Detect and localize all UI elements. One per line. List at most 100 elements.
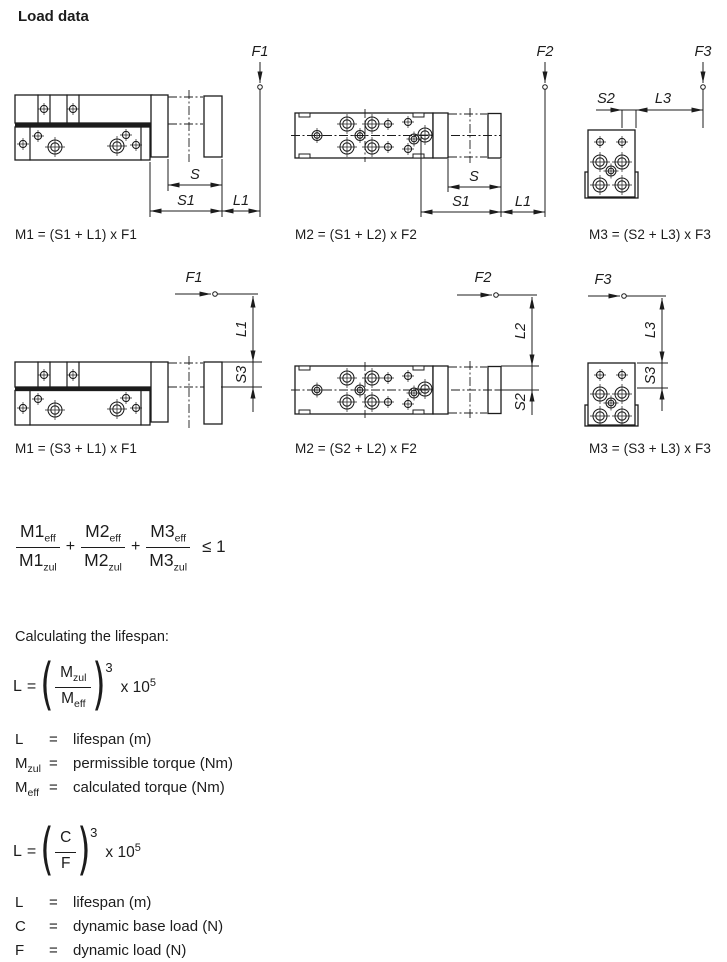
legend-desc: lifespan (m) [73,894,152,911]
formula-m2-top: M2 = (S1 + L2) x F2 [295,227,417,242]
dim-label-s3: S3 [234,366,250,384]
end-block [150,361,169,423]
legend-equals: = [49,941,58,959]
numerator: C [55,829,77,853]
legend-equals: = [49,754,58,772]
end-view-body [584,362,639,427]
denominator: Meff [61,689,86,710]
denominator: M2zul [84,549,122,574]
open-paren: ( [40,651,54,717]
formula-lhs: L [13,678,22,695]
m1-vertical-force-diagram: F1 S S1 L1 [14,44,269,217]
force-arrow-f3: F3 [695,44,712,128]
page-title: Load data [18,8,89,25]
rail-body [14,361,153,391]
dimensions: S2 L3 [596,91,703,128]
dim-label-s1: S1 [452,194,470,210]
multiplier: x 105 [105,841,141,862]
formula-m3-side: M3 = (S3 + L3) x F3 [589,441,711,456]
legend-desc: calculated torque (Nm) [73,778,225,796]
equals-sign: = [26,678,37,695]
carriage-top-view [291,109,501,162]
dim-label-s3: S3 [643,367,659,385]
force-arrow-f1: F1 [252,44,269,217]
plus-operator: + [65,538,76,555]
legend-desc: dynamic base load (N) [73,917,224,935]
equals-sign: = [26,843,37,860]
dim-label-l1: L1 [234,321,250,337]
legend-desc: permissible torque (Nm) [73,754,234,772]
dim-label-l3: L3 [655,91,671,107]
force-arrow-f2: F2 [457,270,537,298]
legend-symbol: Mzul [15,754,41,775]
dimensions: L3 S3 [637,298,668,411]
torque-ratio: Mzul Meff [55,664,92,710]
rail-body [14,94,153,127]
legend-equals: = [49,894,58,911]
legend-symbol: Meff [15,778,39,799]
formula-m3-top: M3 = (S2 + L3) x F3 [589,227,711,242]
legend-equals: = [49,731,58,748]
dimensions: S S1 L1 [420,136,545,217]
formula-m2-side: M2 = (S2 + L2) x F2 [295,441,417,456]
dim-label-s: S [469,169,479,185]
plus-operator: + [130,538,141,555]
m3-vertical-force-diagram: F3 S2 L3 [584,44,712,199]
formula-lhs: L [13,843,22,860]
inequality-term-2: M2eff M2zul [81,521,125,573]
dim-label-s2: S2 [513,393,529,411]
denominator: F [60,854,71,872]
carriage-body [14,389,151,426]
force-arrow-f2: F2 [537,44,554,217]
legend-symbol: F [15,941,25,959]
phantom-extension [168,356,223,428]
m1-horizontal-force-diagram: F1 L1 S3 [14,270,262,428]
dim-label-l3: L3 [643,322,659,338]
close-paren: ) [92,651,106,717]
force-label: F3 [695,44,712,60]
multiplier: x 105 [120,676,156,697]
legend-symbol: L [15,894,24,911]
inequality-relation: ≤ 1 [202,537,226,556]
inequality-term-3: M3eff M3zul [146,521,191,574]
dimensions: L2 S2 [496,297,539,415]
force-label: F2 [475,270,492,286]
carriage-top-view [291,362,496,418]
numerator: Mzul [55,664,92,688]
dim-label-s: S [190,167,200,183]
force-label: F1 [252,44,269,60]
legend-desc: dynamic load (N) [73,941,187,959]
dim-label-s2: S2 [597,91,615,107]
m2-vertical-force-diagram: F2 S S1 L1 [291,44,554,217]
end-block [150,94,169,158]
inequality-term-1: M1eff M1zul [16,521,60,573]
legend-desc: lifespan (m) [73,731,152,748]
lifespan-formula-torque: L = ( Mzul Meff ) 3 x 105 [13,651,156,717]
close-paren: ) [77,816,91,882]
denominator: M3zul [149,549,188,574]
load-legend: L = lifespan (m) C = dynamic base load (… [15,894,223,962]
legend-equals: = [49,778,58,796]
force-arrow-f3: F3 [588,272,666,299]
numerator: M1eff [16,521,60,548]
force-arrow-f1: F1 [175,270,258,297]
dim-label-l1: L1 [233,193,249,209]
m3-horizontal-force-diagram: F3 L3 S3 [584,272,668,427]
m2-horizontal-force-diagram: F2 L2 S2 [291,270,539,418]
legend-equals: = [49,917,58,935]
torque-legend: L = lifespan (m) Mzul = permissible torq… [15,731,233,802]
load-ratio: C F [55,829,77,874]
phantom-extension [168,90,223,162]
force-label: F2 [537,44,554,60]
moment-inequality: M1eff M1zul + M2eff M2zul + M3eff M3zul … [16,521,226,573]
phantom-extension [448,361,502,418]
dimensions: S S1 L1 [149,159,260,217]
force-label: F3 [595,272,612,288]
legend-symbol: C [15,917,26,935]
dim-label-l2: L2 [513,323,529,339]
formula-m1-top: M1 = (S1 + L1) x F1 [15,227,137,242]
force-label: F1 [186,270,203,286]
dim-label-l1: L1 [515,194,531,210]
numerator: M2eff [81,521,125,548]
